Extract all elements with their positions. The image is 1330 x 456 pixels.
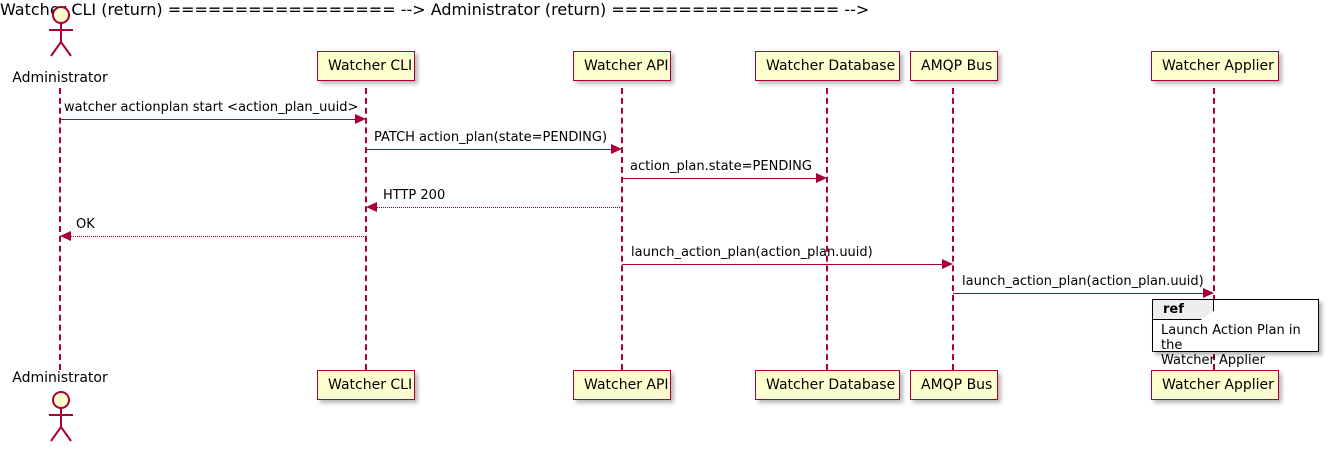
actor-label-administrator-top: Administrator [12, 70, 108, 86]
ref-fragment: ref Launch Action Plan in the Watcher Ap… [1152, 299, 1319, 368]
message-label-launch-action-plan-api-to-bus: launch_action_plan(action_plan.uuid) [631, 245, 873, 260]
lifeline-watcher-cli [365, 88, 367, 370]
participant-box-watcher-database-top[interactable]: Watcher Database [755, 51, 900, 81]
message-line-watcher-actionplan-start [60, 119, 355, 120]
message-label-action-plan-state-pending: action_plan.state=PENDING [630, 159, 812, 174]
ref-fragment-tab-label: ref [1163, 302, 1184, 317]
message-line-http-200 [377, 207, 622, 208]
message-label-launch-action-plan-bus-to-applier: launch_action_plan(action_plan.uuid) [962, 274, 1204, 289]
participant-box-watcher-applier-top[interactable]: Watcher Applier [1151, 51, 1279, 81]
message-line-ok [71, 236, 366, 237]
participant-box-watcher-api-top[interactable]: Watcher API [573, 51, 671, 81]
participant-box-amqp-bus-bottom[interactable]: AMQP Bus [910, 370, 998, 400]
lifeline-administrator [59, 88, 61, 370]
arrowhead-left-icon-m5 [60, 231, 71, 241]
arrowhead-right-icon-m3 [816, 173, 827, 183]
actor-administrator-top-icon [40, 4, 80, 57]
participant-box-watcher-cli-top[interactable]: Watcher CLI [317, 51, 415, 81]
arrowhead-right-icon-m1 [355, 114, 366, 124]
message-line-action-plan-state-pending [622, 178, 816, 179]
message-label-watcher-actionplan-start: watcher actionplan start <action_plan_uu… [64, 100, 359, 115]
arrowhead-left-icon-m4 [366, 202, 377, 212]
participant-box-watcher-database-bottom[interactable]: Watcher Database [755, 370, 900, 400]
actor-administrator-bottom-icon [40, 389, 80, 442]
message-label-http-200: HTTP 200 [383, 188, 446, 203]
arrowhead-right-icon-m7 [1203, 288, 1214, 298]
ref-fragment-text: Launch Action Plan in the Watcher Applie… [1161, 323, 1301, 368]
lifeline-watcher-api [621, 88, 623, 370]
message-label-patch-action-plan: PATCH action_plan(state=PENDING) [374, 130, 608, 145]
message-line-launch-action-plan-bus-to-applier [953, 293, 1203, 294]
participant-box-amqp-bus-top[interactable]: AMQP Bus [910, 51, 998, 81]
participant-box-watcher-cli-bottom[interactable]: Watcher CLI [317, 370, 415, 400]
participant-box-watcher-applier-bottom[interactable]: Watcher Applier [1151, 370, 1279, 400]
participant-box-watcher-api-bottom[interactable]: Watcher API [573, 370, 671, 400]
arrowhead-right-icon-m6 [942, 259, 953, 269]
ref-fragment-tab [1153, 300, 1214, 320]
message-line-launch-action-plan-api-to-bus [622, 264, 942, 265]
message-label-ok: OK [76, 217, 95, 232]
lifeline-amqp-bus [952, 88, 954, 370]
message-line-patch-action-plan [366, 149, 611, 150]
lifeline-watcher-applier [1213, 88, 1215, 370]
actor-label-administrator-bottom: Administrator [12, 370, 108, 386]
arrowhead-right-icon-m2 [611, 144, 622, 154]
lifeline-watcher-database [826, 88, 828, 370]
